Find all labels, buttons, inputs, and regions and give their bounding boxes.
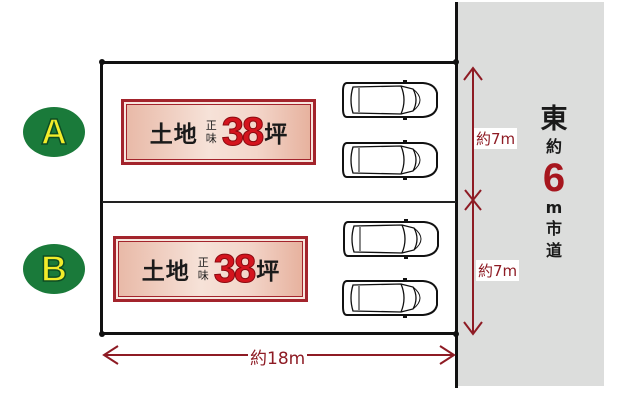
lot-divider-line	[102, 201, 456, 203]
net-label-bottom: 味	[197, 269, 209, 282]
car-top-view-icon	[343, 218, 439, 260]
area-value: 38	[213, 247, 256, 291]
car-top-view-icon	[342, 139, 438, 181]
lot-boundary-bottom	[101, 332, 458, 335]
lot-a-frontage-label: 約7m	[474, 128, 518, 149]
area-unit: 坪	[256, 259, 280, 285]
lot-a-badge: A	[23, 107, 85, 157]
lot-b-frontage-label: 約7m	[476, 260, 520, 281]
lot-a-letter: A	[40, 111, 68, 152]
car-top-view-icon	[342, 277, 438, 319]
net-label: 正 味	[206, 119, 217, 145]
lot-b-letter: B	[40, 248, 68, 289]
corner-point	[453, 331, 459, 337]
depth-dimension-label: 約18m	[248, 344, 308, 369]
car-top-view-icon	[342, 79, 438, 121]
east-road	[456, 2, 604, 386]
area-unit: 坪	[264, 122, 288, 148]
frontage-dimension-arrows	[463, 66, 483, 336]
net-label: 正 味	[198, 256, 209, 282]
corner-point	[99, 331, 105, 337]
land-label: 土地	[141, 259, 190, 285]
lot-a-area-plate: 土地 正 味 38 坪	[121, 99, 316, 165]
net-label-top: 正	[197, 256, 209, 269]
road-width-value: 6	[542, 156, 566, 200]
corner-point	[453, 59, 459, 65]
lot-boundary-top	[101, 61, 458, 64]
net-label-bottom: 味	[205, 132, 217, 145]
net-label-top: 正	[205, 119, 217, 132]
area-value: 38	[221, 110, 264, 154]
lot-boundary-road	[455, 2, 458, 388]
road-label: 東 約 6 m 市 道	[530, 104, 578, 262]
land-label: 土地	[149, 122, 198, 148]
road-width-unit: m	[545, 198, 563, 217]
road-direction: 東	[540, 104, 568, 135]
lot-b-badge: B	[23, 244, 85, 294]
lot-b-area-plate: 土地 正 味 38 坪	[113, 236, 308, 302]
road-type-2: 道	[545, 241, 562, 260]
lot-boundary-left	[100, 61, 103, 335]
corner-point	[99, 59, 105, 65]
road-type-1: 市	[545, 219, 562, 238]
road-approx: 約	[545, 137, 562, 156]
